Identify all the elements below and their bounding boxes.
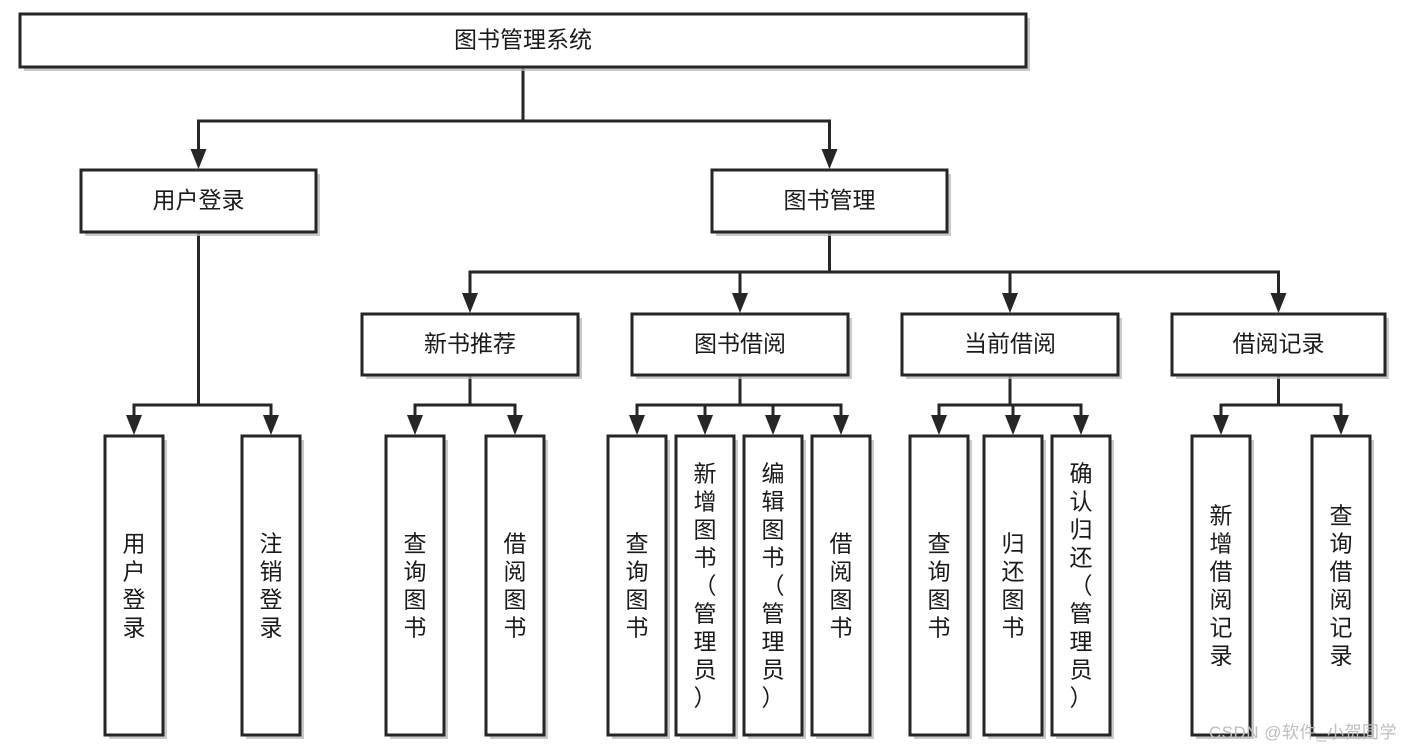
- node-label: 编辑图书（管理员）: [762, 461, 785, 711]
- node-leaf-borrow-edit[interactable]: 编辑图书（管理员）: [742, 434, 806, 739]
- connector-arrow-icon: [507, 415, 523, 435]
- node-box[interactable]: [900, 312, 1120, 377]
- node-label: 借阅记录: [1233, 331, 1325, 357]
- connector-arrow-icon: [732, 293, 748, 313]
- node-label: 查询图书: [928, 531, 951, 641]
- node-label: 查询图书: [404, 531, 427, 641]
- node-label: 借阅图书: [830, 531, 853, 641]
- node-box[interactable]: [674, 434, 736, 737]
- node-box[interactable]: [742, 434, 804, 737]
- node-box[interactable]: [240, 434, 302, 737]
- node-new-book-rec[interactable]: 新书推荐: [360, 312, 582, 379]
- node-leaf-borrow-add[interactable]: 新增图书（管理员）: [674, 434, 738, 739]
- node-box[interactable]: [18, 12, 1028, 69]
- node-label: 注销登录: [260, 531, 283, 641]
- node-box[interactable]: [1050, 434, 1112, 737]
- node-label: 用户登录: [153, 187, 245, 213]
- connector-arrow-icon: [1213, 415, 1229, 435]
- connector-arrow-icon: [1002, 293, 1018, 313]
- node-box[interactable]: [103, 434, 165, 737]
- connector-arrow-icon: [1073, 415, 1089, 435]
- node-book-manage[interactable]: 图书管理: [710, 168, 951, 236]
- connectors-layer: [126, 65, 1349, 435]
- connector-arrow-icon: [462, 293, 478, 313]
- connector-arrow-icon: [1005, 415, 1021, 435]
- node-label: 借阅图书: [504, 531, 527, 641]
- node-label: 新书推荐: [424, 331, 516, 357]
- node-borrow-record[interactable]: 借阅记录: [1170, 312, 1389, 379]
- connector-arrow-icon: [697, 415, 713, 435]
- node-box[interactable]: [1170, 312, 1387, 377]
- node-box[interactable]: [982, 434, 1044, 737]
- node-leaf-user-login[interactable]: 用户登录: [103, 434, 167, 739]
- node-leaf-rec-search[interactable]: 查询借阅记录: [1310, 434, 1374, 739]
- node-box[interactable]: [360, 312, 580, 377]
- node-label: 图书借阅: [694, 331, 786, 357]
- node-leaf-rec-borrow[interactable]: 借阅图书: [484, 434, 548, 739]
- node-leaf-rec-query[interactable]: 查询图书: [384, 434, 448, 739]
- node-box[interactable]: [606, 434, 668, 737]
- node-leaf-cur-confirm[interactable]: 确认归还（管理员）: [1050, 434, 1114, 739]
- node-label: 查询图书: [626, 531, 649, 641]
- node-box[interactable]: [79, 168, 318, 234]
- node-box[interactable]: [710, 168, 949, 234]
- node-root[interactable]: 图书管理系统: [18, 12, 1030, 71]
- node-book-borrow[interactable]: 图书借阅: [630, 312, 852, 379]
- node-label: 图书管理系统: [454, 27, 592, 53]
- node-label: 当前借阅: [964, 331, 1056, 357]
- node-leaf-cur-return[interactable]: 归还图书: [982, 434, 1046, 739]
- node-user-login[interactable]: 用户登录: [79, 168, 320, 236]
- connector-arrow-icon: [1270, 293, 1287, 313]
- connector-arrow-icon: [190, 149, 207, 169]
- node-leaf-logout[interactable]: 注销登录: [240, 434, 304, 739]
- node-leaf-cur-query[interactable]: 查询图书: [908, 434, 972, 739]
- connector-arrow-icon: [765, 415, 781, 435]
- node-box[interactable]: [810, 434, 872, 737]
- node-label: 新增借阅记录: [1210, 503, 1233, 669]
- connector-arrow-icon: [931, 415, 947, 435]
- node-current-borrow[interactable]: 当前借阅: [900, 312, 1122, 379]
- connector-arrow-icon: [629, 415, 645, 435]
- node-box[interactable]: [1190, 434, 1252, 737]
- connector-arrow-icon: [407, 415, 423, 435]
- node-box[interactable]: [484, 434, 546, 737]
- node-leaf-borrow-query[interactable]: 查询图书: [606, 434, 670, 739]
- node-box[interactable]: [384, 434, 446, 737]
- nodes-layer: 图书管理系统用户登录图书管理新书推荐图书借阅当前借阅借阅记录用户登录注销登录查询…: [18, 12, 1389, 739]
- node-label: 图书管理: [784, 187, 876, 213]
- node-leaf-rec-add[interactable]: 新增借阅记录: [1190, 434, 1254, 739]
- node-box[interactable]: [630, 312, 850, 377]
- connector-arrow-icon: [263, 415, 279, 435]
- node-label: 查询借阅记录: [1330, 503, 1353, 669]
- node-box[interactable]: [1310, 434, 1372, 737]
- node-label: 确认归还（管理员）: [1070, 461, 1093, 711]
- connector-arrow-icon: [126, 415, 142, 435]
- node-leaf-borrow-do[interactable]: 借阅图书: [810, 434, 874, 739]
- node-box[interactable]: [908, 434, 970, 737]
- node-label: 用户登录: [123, 531, 146, 641]
- connector-arrow-icon: [1333, 415, 1349, 435]
- connector-arrow-icon: [821, 149, 838, 169]
- connector-arrow-icon: [833, 415, 849, 435]
- node-label: 新增图书（管理员）: [694, 461, 717, 711]
- node-label: 归还图书: [1002, 531, 1025, 641]
